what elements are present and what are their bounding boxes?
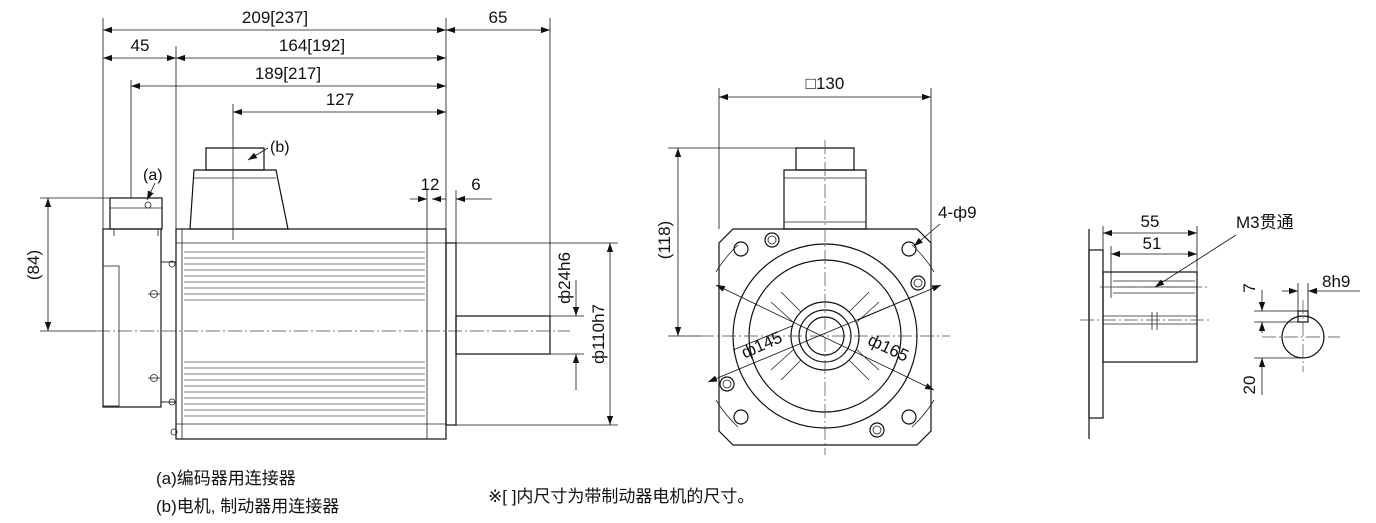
dim-key-length: 55 — [1141, 212, 1160, 231]
shaft-detail-view: 55 51 M3贯通 8h9 7 20 — [1080, 212, 1360, 439]
front-flange — [445, 242, 457, 426]
label-connector-a: (a) — [143, 167, 163, 184]
encoder-connector-a — [109, 197, 163, 236]
dim-mounting-holes: 4-ф9 — [938, 203, 977, 222]
encoder-cover — [102, 228, 162, 408]
dim-flange-thickness: 45 — [131, 36, 150, 55]
dim-total-length: 209[237] — [242, 8, 308, 27]
cooling-fins — [184, 251, 425, 417]
label-connector-b: (b) — [270, 139, 290, 156]
label-m3-through: M3贯通 — [1236, 213, 1294, 232]
note-power-connector: (b)电机, 制动器用连接器 — [156, 497, 340, 516]
dim-connector-height: (84) — [24, 250, 43, 280]
note-encoder-connector: (a)编码器用连接器 — [156, 469, 296, 488]
note-brake-dimensions: ※[ ]内尺寸为带制动器电机的尺寸。 — [488, 487, 755, 506]
section-dim-lines — [1254, 283, 1360, 395]
motor-body — [175, 228, 447, 440]
dim-flange-square: □130 — [806, 74, 845, 93]
cover-bolts — [148, 260, 178, 436]
dim-shaft-diameter: ф24h6 — [555, 252, 574, 304]
bolt-heads — [719, 232, 926, 438]
rear-cap — [102, 265, 120, 407]
dim-key-length-inner: 51 — [1143, 234, 1162, 253]
power-connector-b — [189, 140, 289, 240]
output-shaft — [455, 315, 551, 355]
dim-connector-position: 127 — [326, 90, 354, 109]
dim-connector-top-height: (118) — [655, 221, 674, 259]
dim-spigot-pcd: ф145 — [739, 328, 785, 363]
front-view: □130 (118) 4-ф9 ф145 ф165 — [655, 74, 977, 455]
dim-shaft-length: 65 — [489, 8, 508, 27]
dim-spigot-depth: 12 — [421, 175, 440, 194]
dim-key-width: 8h9 — [1322, 272, 1350, 291]
dim-encoder-position: 189[217] — [255, 64, 321, 83]
dim-84-lines — [40, 197, 110, 332]
dim-body-length: 164[192] — [279, 36, 345, 55]
front-connector — [783, 147, 867, 230]
dim-spigot-diameter: ф110h7 — [589, 304, 608, 364]
shaft-dim-lines — [1102, 226, 1237, 288]
side-view: 209[237] 65 45 164[192] 189[217] 127 12 … — [24, 8, 618, 440]
shaft-side — [1102, 271, 1198, 363]
dim-key-depth: 7 — [1240, 283, 1259, 292]
dim-flange-width: 6 — [471, 175, 480, 194]
dim-diameter-lines — [456, 242, 618, 426]
side-horizontal-dimensions — [102, 18, 551, 316]
dim-shaft-key-height: 20 — [1240, 376, 1259, 395]
front-dim-lines — [668, 88, 941, 337]
